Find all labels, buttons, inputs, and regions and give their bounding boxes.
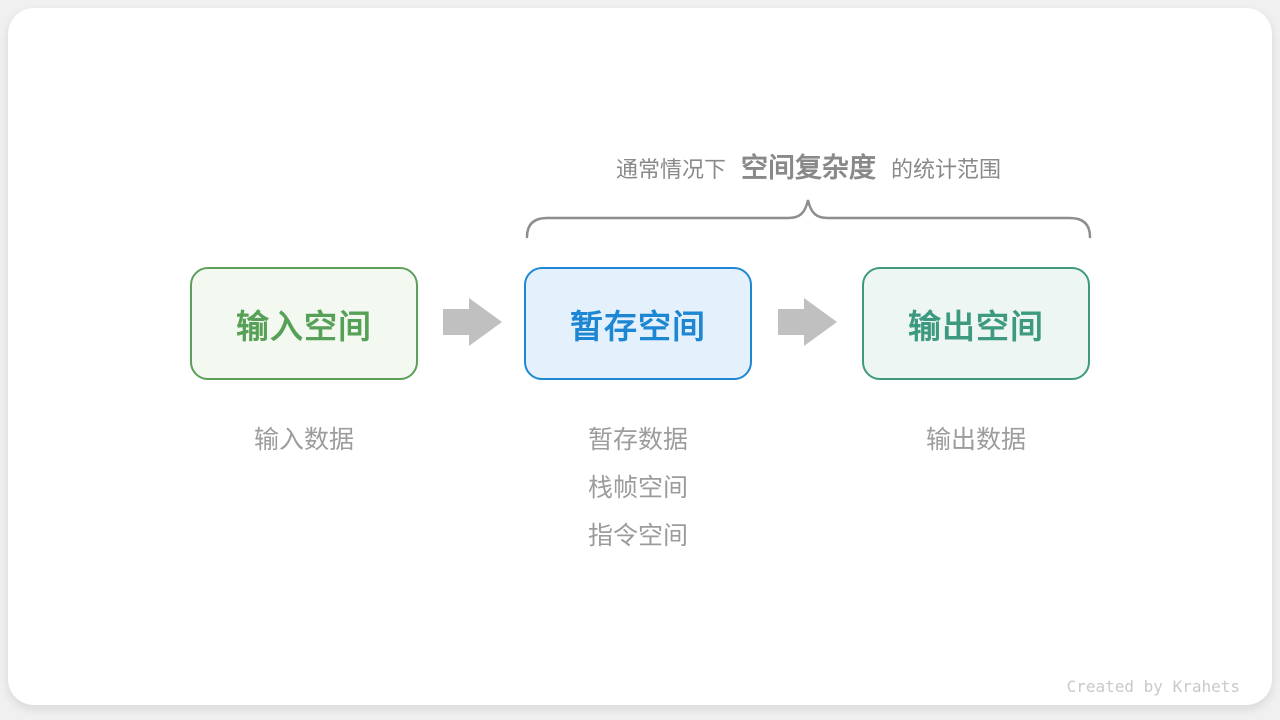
output-space-box: 输出空间 — [862, 267, 1090, 380]
scope-caption: 通常情况下 空间复杂度 的统计范围 — [527, 146, 1090, 184]
arrow-right-icon — [778, 297, 838, 347]
note-line: 输入数据 — [253, 426, 354, 454]
output-space-notes: 输出数据 — [862, 420, 1090, 468]
temp-space-label: 暂存空间 — [570, 307, 706, 345]
note-line: 栈帧空间 — [587, 474, 688, 502]
note-line: 暂存数据 — [587, 426, 688, 454]
input-space-label: 输入空间 — [236, 307, 372, 345]
credit-text: Created by Krahets — [1066, 677, 1240, 696]
temp-space-box: 暂存空间 — [524, 267, 752, 380]
output-space-label: 输出空间 — [908, 307, 1044, 345]
input-space-notes: 输入数据 — [190, 420, 418, 468]
scope-caption-suffix: 的统计范围 — [891, 157, 1002, 182]
note-line: 输出数据 — [925, 426, 1026, 454]
curly-brace — [525, 199, 1092, 239]
scope-caption-prefix: 通常情况下 — [615, 157, 726, 182]
temp-space-notes: 暂存数据 栈帧空间 指令空间 — [524, 420, 752, 564]
scope-caption-highlight: 空间复杂度 — [741, 153, 876, 183]
arrow-right-icon — [443, 297, 503, 347]
note-line: 指令空间 — [587, 522, 688, 550]
input-space-box: 输入空间 — [190, 267, 418, 380]
